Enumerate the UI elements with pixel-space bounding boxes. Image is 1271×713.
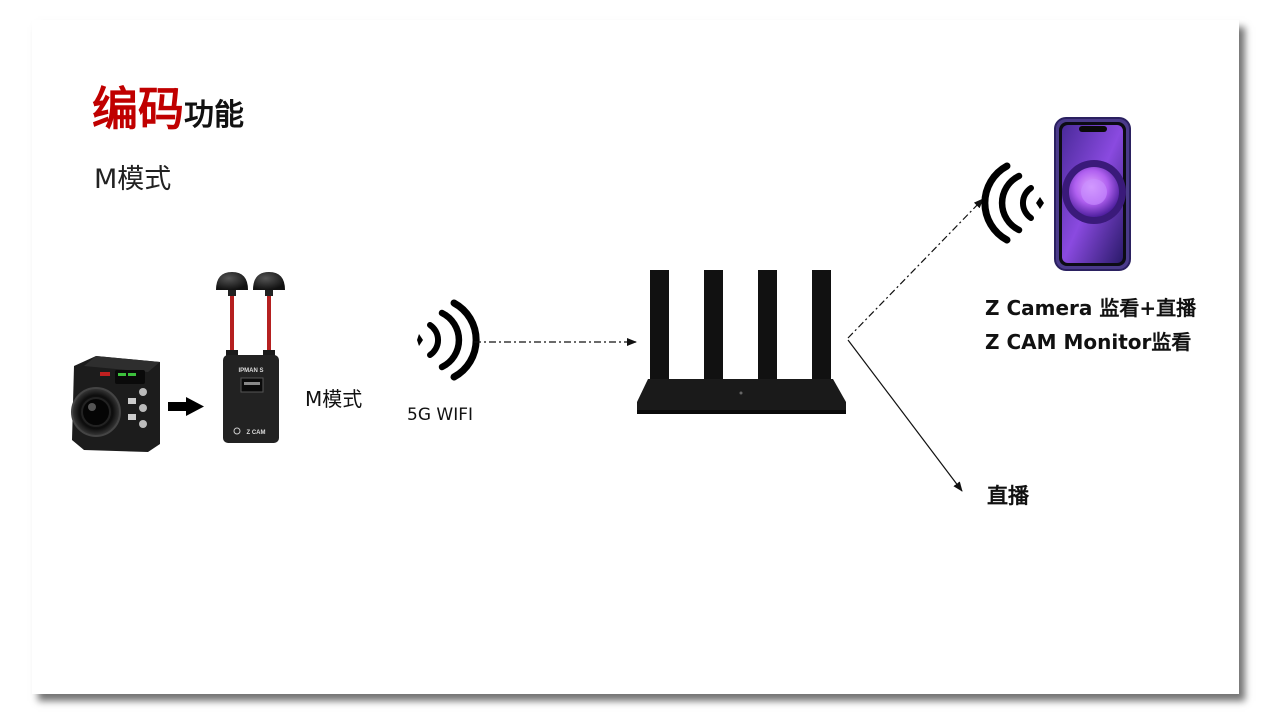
- router-to-phone-arrow: [847, 198, 984, 339]
- router-to-live-arrow: [847, 339, 963, 492]
- app-label-camera: Z Camera 监看+直播: [985, 296, 1197, 320]
- title-rest: 功能: [184, 98, 244, 133]
- page-title: 编码功能: [92, 86, 244, 132]
- transmitter-icon: [216, 272, 285, 443]
- title-highlight: 编码: [92, 82, 184, 136]
- router-icon: [637, 270, 846, 414]
- app-label-monitor: Z CAM Monitor监看: [985, 330, 1192, 354]
- transmitter-model-label: IPMAN S: [238, 368, 263, 374]
- arrow-right-icon: [168, 397, 204, 416]
- wifi-label: 5G WIFI: [407, 405, 474, 425]
- live-stream-label: 直播: [987, 484, 1029, 508]
- camera-icon: [71, 356, 160, 452]
- page-subtitle: M模式: [94, 164, 172, 195]
- smartphone-icon: [1054, 117, 1131, 271]
- transmitter-brand-label: Z CAM: [247, 430, 266, 436]
- mode-label: M模式: [305, 387, 363, 411]
- wifi-signal-icon: [981, 162, 1044, 244]
- wifi-signal-icon: [417, 299, 480, 381]
